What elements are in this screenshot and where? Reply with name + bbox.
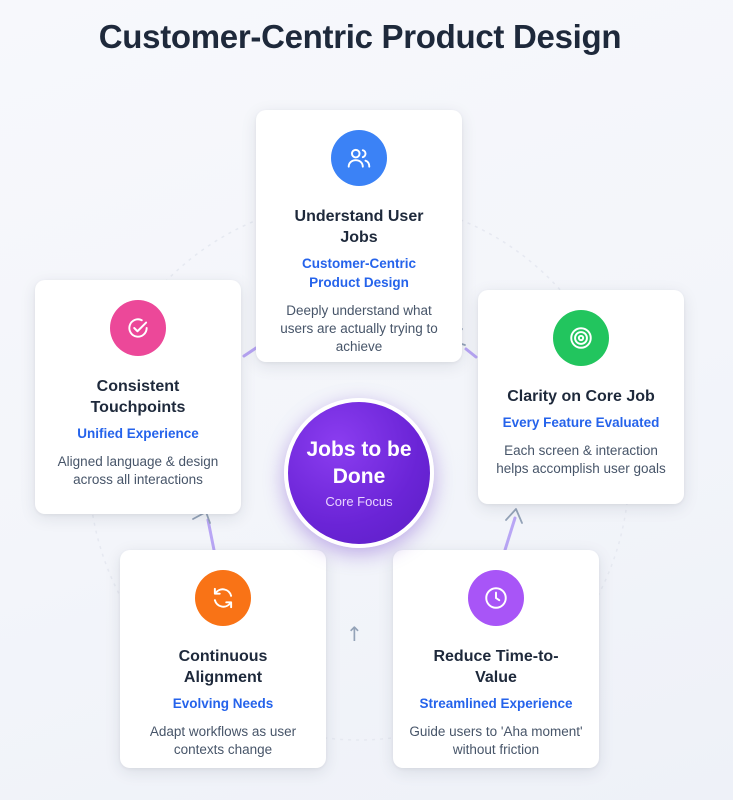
card-subtitle: Evolving Needs (172, 696, 274, 711)
card-subtitle: Streamlined Experience (419, 696, 573, 711)
card-description: Deeply understand what users are actuall… (280, 303, 438, 354)
users-icon (331, 130, 387, 186)
page-title: Customer-Centric Product Design (98, 18, 622, 55)
card-clarity-on-core-job: Clarity on Core Job Every Feature Evalua… (478, 290, 684, 504)
arrow-up-icon: ↑ (346, 622, 363, 646)
card-subtitle: Customer-Centric Product Design (301, 256, 417, 290)
center-title: Jobs to be Done (306, 438, 412, 488)
card-description: Each screen & interaction helps accompli… (496, 443, 666, 476)
connector-top-left (242, 346, 258, 358)
check-circle-icon (110, 300, 166, 356)
card-continuous-alignment: Continuous Alignment Evolving Needs Adap… (120, 550, 326, 768)
card-subtitle: Unified Experience (77, 426, 199, 441)
center-jobs-to-be-done: Jobs to be Done Core Focus (284, 398, 434, 548)
card-consistent-touchpoints: Consistent Touchpoints Unified Experienc… (35, 280, 241, 514)
connector-top-right (464, 347, 478, 359)
card-understand-user-jobs: Understand User Jobs Customer-Centric Pr… (256, 110, 462, 362)
card-heading: Clarity on Core Job (507, 388, 655, 405)
connector-right-bottom (503, 516, 517, 552)
card-subtitle: Every Feature Evaluated (502, 415, 660, 430)
card-heading: Consistent Touchpoints (90, 378, 186, 416)
card-heading: Reduce Time-to-Value (433, 648, 559, 686)
center-subtitle: Core Focus (325, 494, 393, 509)
card-description: Aligned language & design across all int… (57, 454, 219, 487)
card-description: Guide users to 'Aha moment' without fric… (409, 724, 583, 757)
connector-left-bottom (206, 518, 216, 552)
clock-icon (468, 570, 524, 626)
arrow-into-right-card (505, 508, 523, 524)
card-reduce-time-to-value: Reduce Time-to-Value Streamlined Experie… (393, 550, 599, 768)
card-heading: Understand User Jobs (294, 208, 424, 246)
card-description: Adapt workflows as user contexts change (149, 724, 297, 757)
target-icon (553, 310, 609, 366)
card-heading: Continuous Alignment (178, 648, 268, 686)
refresh-icon (195, 570, 251, 626)
